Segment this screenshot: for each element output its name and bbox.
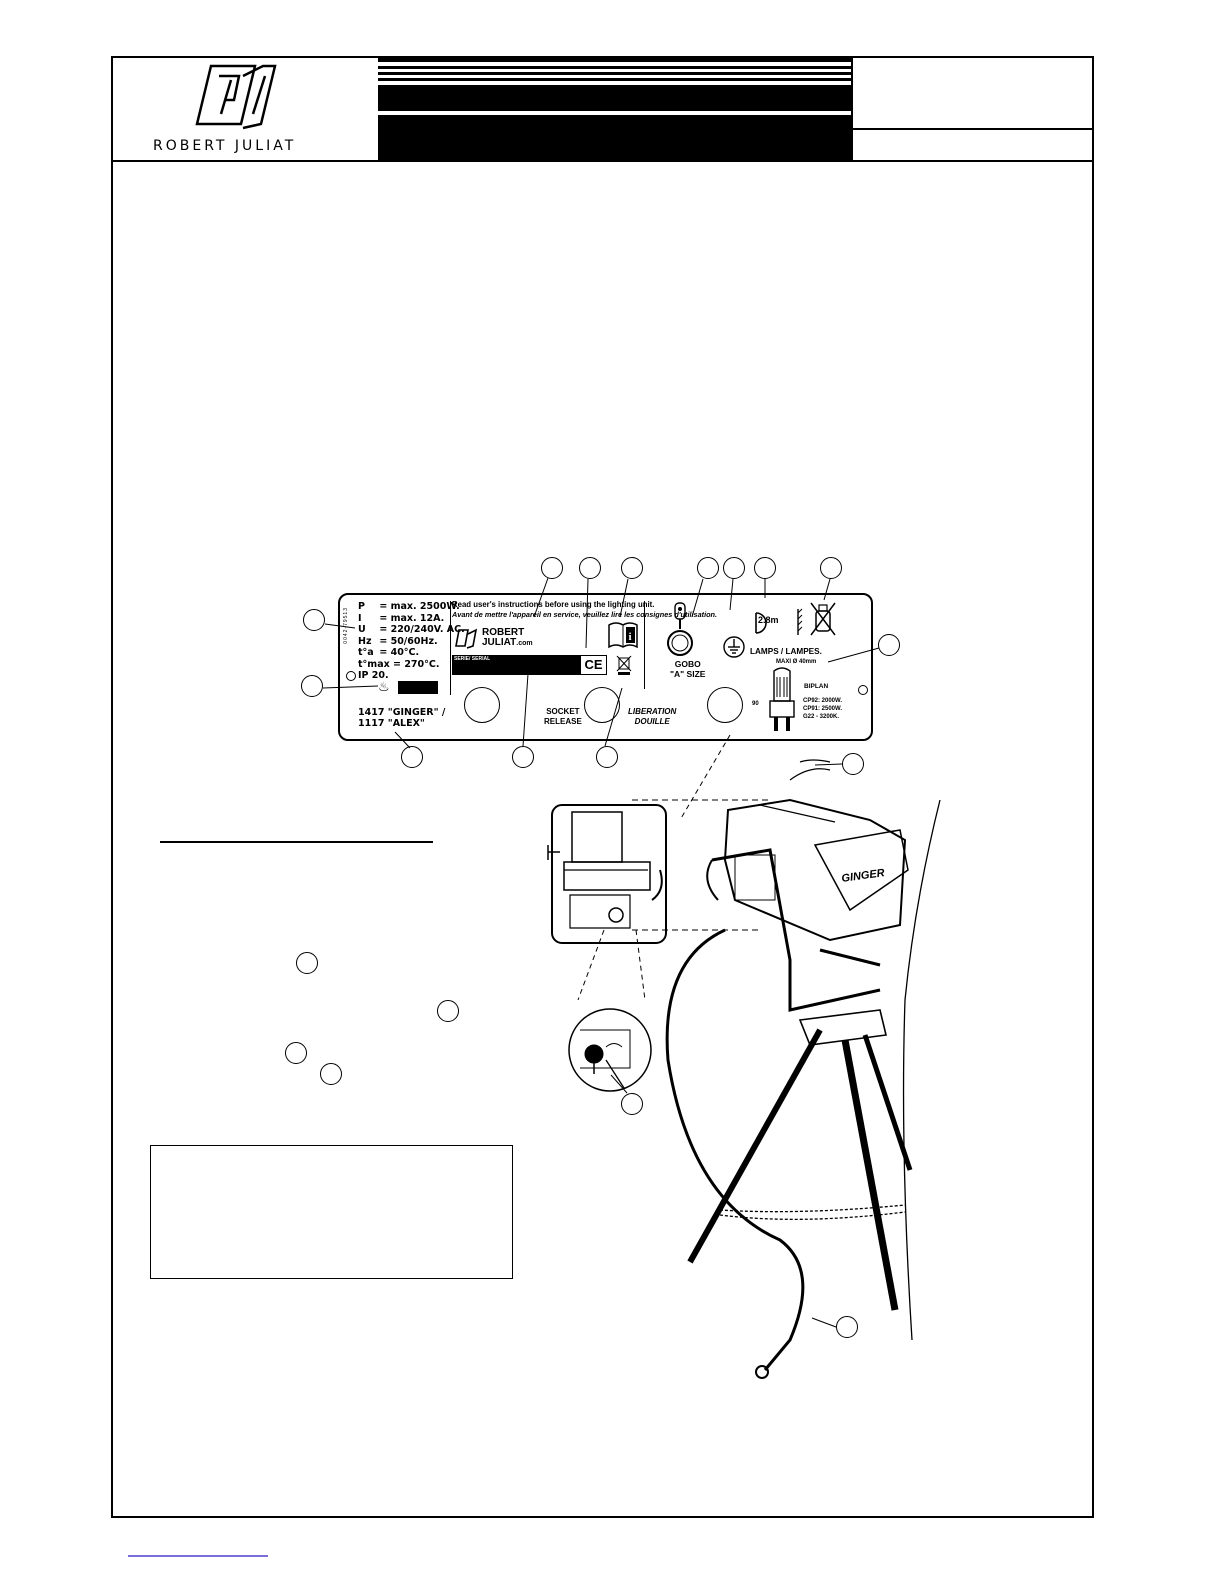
ce-mark: CE [580, 655, 607, 675]
hot-surface-icon: ♨ [378, 679, 390, 694]
lamp-max-diameter: MAXI Ø 40mm [776, 659, 817, 665]
callout-circle [541, 557, 563, 579]
plate-hole-1 [464, 687, 500, 723]
plate-screw-right [858, 685, 868, 695]
callout-circle [723, 557, 745, 579]
callout-circle [296, 952, 318, 974]
svg-text:i: i [629, 631, 632, 643]
brand-name: ROBERT JULIAT [153, 138, 297, 154]
header-info-box [851, 58, 1092, 160]
plate-hole-2 [584, 687, 620, 723]
callout-circle [512, 746, 534, 768]
callout-circle [836, 1316, 858, 1338]
gobo-holder-icon [667, 602, 693, 656]
no-covering-icon [810, 602, 836, 636]
min-distance-value: 2.8m [758, 615, 779, 625]
lamp-dimension: 90 [752, 701, 759, 707]
callout-circle [301, 675, 323, 697]
footer-link-underline[interactable] [128, 1555, 268, 1557]
callout-circle [820, 557, 842, 579]
callout-circle [621, 557, 643, 579]
gobo-size-label: GOBO"A" SIZE [670, 659, 706, 679]
rating-label-plate: 0042-79513 P = max. 2500W. I = max. 12A.… [338, 593, 873, 741]
model-numbers: 1417 "GINGER" / 1117 "ALEX" [358, 707, 446, 729]
manual-info-icon: i [608, 622, 638, 649]
header-divider [111, 160, 1094, 162]
plate-screw-left [346, 671, 356, 681]
instructions-fr: Avant de mettre l'appareil en service, v… [452, 610, 718, 619]
callout-circle [579, 557, 601, 579]
instructions-en: Read user's instructions before using th… [452, 600, 655, 609]
callout-circle [621, 1093, 643, 1115]
callout-circle [878, 634, 900, 656]
brand-logo: ROBERT JULIAT [113, 58, 375, 160]
plate-hole-3 [707, 687, 743, 723]
warning-box [398, 681, 438, 694]
rj-mark-icon [455, 628, 478, 649]
electrical-specs: P = max. 2500W. I = max. 12A. U = 220/24… [358, 601, 465, 681]
lamp-types: CP92: 2000W.CP91: 2500W.G22 - 3200K. [803, 698, 843, 720]
callout-circle [842, 753, 864, 775]
note-box [150, 1145, 513, 1279]
callout-circle [437, 1000, 459, 1022]
page-frame [111, 56, 1094, 1518]
weee-bin-icon [616, 655, 632, 675]
callout-circle [401, 746, 423, 768]
callout-circle [697, 557, 719, 579]
lamp-icon [769, 667, 795, 731]
callout-circle [303, 609, 325, 631]
callout-circle [320, 1063, 342, 1085]
serial-number-field: SERIE/ SERIAL [452, 655, 580, 675]
rj-logo-icon [195, 64, 277, 130]
callout-circle [596, 746, 618, 768]
earth-ground-icon [723, 636, 745, 658]
plate-logo: ROBERT JULIAT.com [454, 628, 554, 652]
section-rule [160, 841, 433, 843]
biplan-label: BIPLAN [804, 683, 829, 690]
callout-circle [754, 557, 776, 579]
callout-circle [285, 1042, 307, 1064]
fixture-badge: GINGER [841, 867, 886, 885]
title-bar [378, 58, 851, 160]
min-distance-icon [755, 608, 803, 635]
lamps-title: LAMPS / LAMPES. [750, 647, 822, 656]
